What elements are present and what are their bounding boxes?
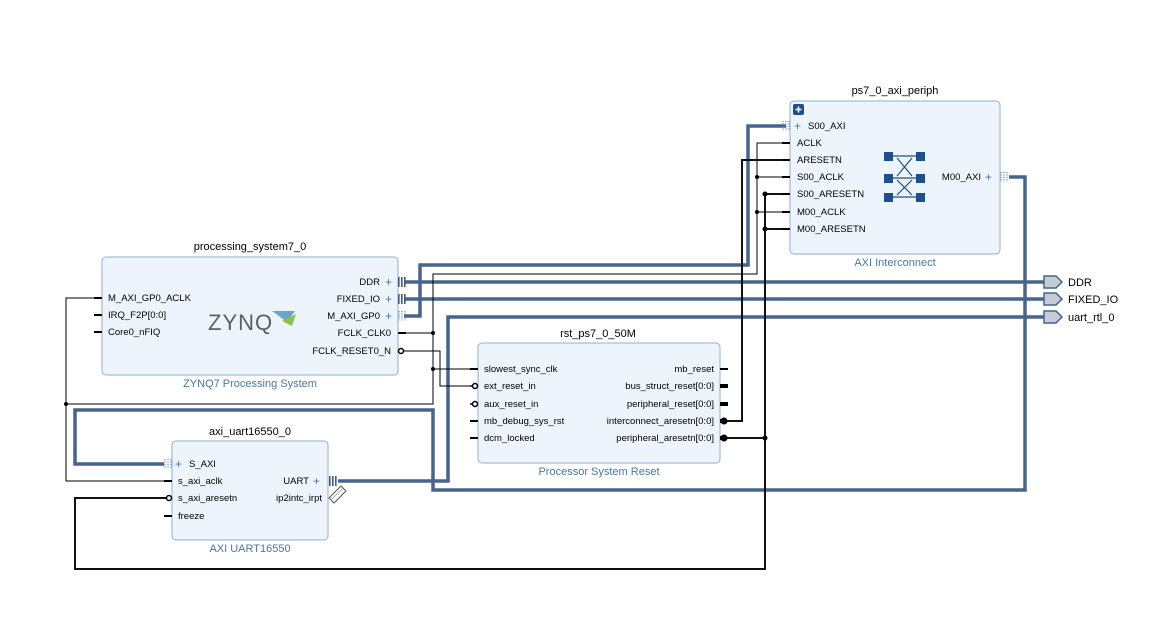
rst-left-ports: slowest_sync_clk ext_reset_in aux_reset_… bbox=[470, 364, 565, 444]
active-low-marker-icon bbox=[471, 382, 479, 390]
active-low-marker-icon bbox=[165, 494, 173, 502]
bus-connector-icon bbox=[398, 277, 406, 287]
external-port-uart-rtl-0[interactable]: uart_rtl_0 bbox=[1043, 310, 1114, 324]
interrupt-pin-icon bbox=[328, 485, 347, 504]
port-fixed-io[interactable]: FIXED_IO bbox=[337, 294, 380, 305]
port-aclk[interactable]: ACLK bbox=[797, 138, 822, 149]
plus-box-icon[interactable] bbox=[793, 104, 804, 115]
block-name: processing_system7_0 bbox=[194, 241, 307, 253]
block-name: rst_ps7_0_50M bbox=[560, 328, 636, 340]
port-mb-reset[interactable]: mb_reset bbox=[674, 364, 714, 375]
port-dcm-locked[interactable]: dcm_locked bbox=[484, 433, 535, 444]
crossbar-icon bbox=[884, 152, 925, 202]
expand-plus-icon[interactable]: + bbox=[385, 275, 392, 289]
block-processor-system-reset[interactable]: rst_ps7_0_50M Processor System Reset slo… bbox=[470, 328, 728, 478]
axi-periph-right-ports: M00_AXI + bbox=[942, 170, 1008, 184]
port-ext-reset-in[interactable]: ext_reset_in bbox=[484, 381, 536, 392]
external-ports: DDR FIXED_IO uart_rtl_0 bbox=[1043, 275, 1119, 324]
rst-right-ports: mb_reset bus_struct_reset[0:0] periphera… bbox=[607, 364, 728, 444]
block-type: AXI Interconnect bbox=[854, 257, 935, 269]
port-m-axi-gp0-aclk[interactable]: M_AXI_GP0_ACLK bbox=[108, 293, 192, 304]
block-processing-system7[interactable]: processing_system7_0 ZYNQ7 Processing Sy… bbox=[94, 241, 406, 390]
port-s-axi-aclk[interactable]: s_axi_aclk bbox=[178, 476, 223, 487]
expand-plus-icon[interactable]: + bbox=[985, 170, 992, 184]
port-freeze[interactable]: freeze bbox=[178, 511, 204, 522]
block-axi-uart16550[interactable]: axi_uart16550_0 AXI UART16550 + S_AXI s_… bbox=[164, 426, 347, 555]
active-low-marker-icon bbox=[471, 400, 479, 408]
port-m-axi-gp0[interactable]: M_AXI_GP0 bbox=[327, 311, 380, 322]
port-slowest-sync-clk[interactable]: slowest_sync_clk bbox=[484, 364, 558, 375]
external-port-fixed-io[interactable]: FIXED_IO bbox=[1043, 292, 1119, 306]
block-axi-interconnect[interactable]: ps7_0_axi_periph AXI Interconnect bbox=[782, 85, 1008, 269]
port-aresetn[interactable]: ARESETN bbox=[797, 155, 842, 166]
expand-plus-icon[interactable]: + bbox=[313, 474, 320, 488]
bus-m00-axi[interactable] bbox=[73, 175, 1027, 492]
external-port-label: uart_rtl_0 bbox=[1068, 312, 1114, 324]
wire-peripheral-aresetn[interactable] bbox=[726, 193, 786, 439]
port-uart[interactable]: UART bbox=[283, 476, 309, 487]
expand-plus-icon[interactable]: + bbox=[385, 292, 392, 306]
wire-fclk-reset0-n[interactable] bbox=[404, 350, 474, 387]
wires bbox=[64, 124, 1044, 570]
bus-connector-icon bbox=[164, 458, 172, 470]
port-ip2intc-irpt[interactable]: ip2intc_irpt bbox=[276, 493, 322, 504]
port-bus-struct-reset[interactable]: bus_struct_reset[0:0] bbox=[625, 381, 714, 392]
port-core0-nfiq[interactable]: Core0_nFIQ bbox=[108, 327, 160, 338]
uart-right-ports: UART ip2intc_irpt + bbox=[276, 474, 347, 504]
port-s00-aresetn[interactable]: S00_ARESETN bbox=[797, 189, 864, 200]
wire-interconnect-aresetn[interactable] bbox=[726, 159, 786, 422]
uart-left-ports: + S_AXI s_axi_aclk s_axi_aresetn freeze bbox=[164, 457, 237, 522]
port-s00-aclk[interactable]: S00_ACLK bbox=[797, 172, 845, 183]
zynq-logo: ZYNQ bbox=[208, 310, 296, 335]
active-low-marker-icon bbox=[720, 434, 728, 442]
active-low-marker-icon bbox=[397, 347, 405, 355]
zynq-logo-text: ZYNQ bbox=[208, 310, 273, 335]
bus-m-axi-gp0[interactable] bbox=[404, 124, 786, 318]
block-type: AXI UART16550 bbox=[209, 543, 290, 555]
block-name: ps7_0_axi_periph bbox=[852, 85, 939, 97]
expand-plus-icon[interactable]: + bbox=[175, 457, 182, 471]
port-m00-aresetn[interactable]: M00_ARESETN bbox=[797, 224, 866, 235]
bus-connector-icon bbox=[398, 294, 406, 304]
external-port-label: FIXED_IO bbox=[1068, 294, 1119, 306]
port-ddr[interactable]: DDR bbox=[359, 277, 380, 288]
port-m00-axi[interactable]: M00_AXI bbox=[942, 172, 981, 183]
bus-connector-icon bbox=[1000, 171, 1008, 183]
block-type: Processor System Reset bbox=[538, 466, 659, 478]
expand-plus-icon[interactable]: + bbox=[794, 119, 801, 133]
port-peripheral-aresetn[interactable]: peripheral_aresetn[0:0] bbox=[616, 433, 714, 444]
active-low-marker-icon bbox=[720, 417, 728, 425]
bus-connector-icon bbox=[329, 476, 337, 486]
ps7-right-ports: DDR FIXED_IO M_AXI_GP0 FCLK_CLK0 FCLK_RE… bbox=[312, 275, 406, 357]
external-port-ddr[interactable]: DDR bbox=[1043, 275, 1092, 289]
axi-periph-left-ports: + S00_AXI ACLK ARESETN S00_ACLK S00_ARES… bbox=[782, 119, 866, 235]
block-body[interactable] bbox=[171, 440, 329, 541]
port-mb-debug-sys-rst[interactable]: mb_debug_sys_rst bbox=[484, 416, 565, 427]
port-m00-aclk[interactable]: M00_ACLK bbox=[797, 207, 846, 218]
bus-uart-rtl[interactable] bbox=[338, 315, 1044, 483]
external-port-label: DDR bbox=[1068, 277, 1092, 289]
port-s-axi-aresetn[interactable]: s_axi_aresetn bbox=[178, 493, 237, 504]
expand-plus-icon[interactable]: + bbox=[385, 309, 392, 323]
port-peripheral-reset[interactable]: peripheral_reset[0:0] bbox=[627, 399, 714, 410]
ps7-left-ports: M_AXI_GP0_ACLK IRQ_F2P[0:0] Core0_nFIQ bbox=[94, 293, 192, 338]
port-aux-reset-in[interactable]: aux_reset_in bbox=[484, 399, 538, 410]
port-irq-f2p[interactable]: IRQ_F2P[0:0] bbox=[108, 310, 166, 321]
port-fclk-clk0[interactable]: FCLK_CLK0 bbox=[338, 328, 391, 339]
block-type: ZYNQ7 Processing System bbox=[183, 378, 317, 390]
port-s00-axi[interactable]: S00_AXI bbox=[808, 121, 846, 132]
port-s-axi[interactable]: S_AXI bbox=[189, 459, 216, 470]
port-interconnect-aresetn[interactable]: interconnect_aresetn[0:0] bbox=[607, 416, 714, 427]
port-fclk-reset0-n[interactable]: FCLK_RESET0_N bbox=[312, 346, 391, 357]
block-name: axi_uart16550_0 bbox=[209, 426, 291, 438]
